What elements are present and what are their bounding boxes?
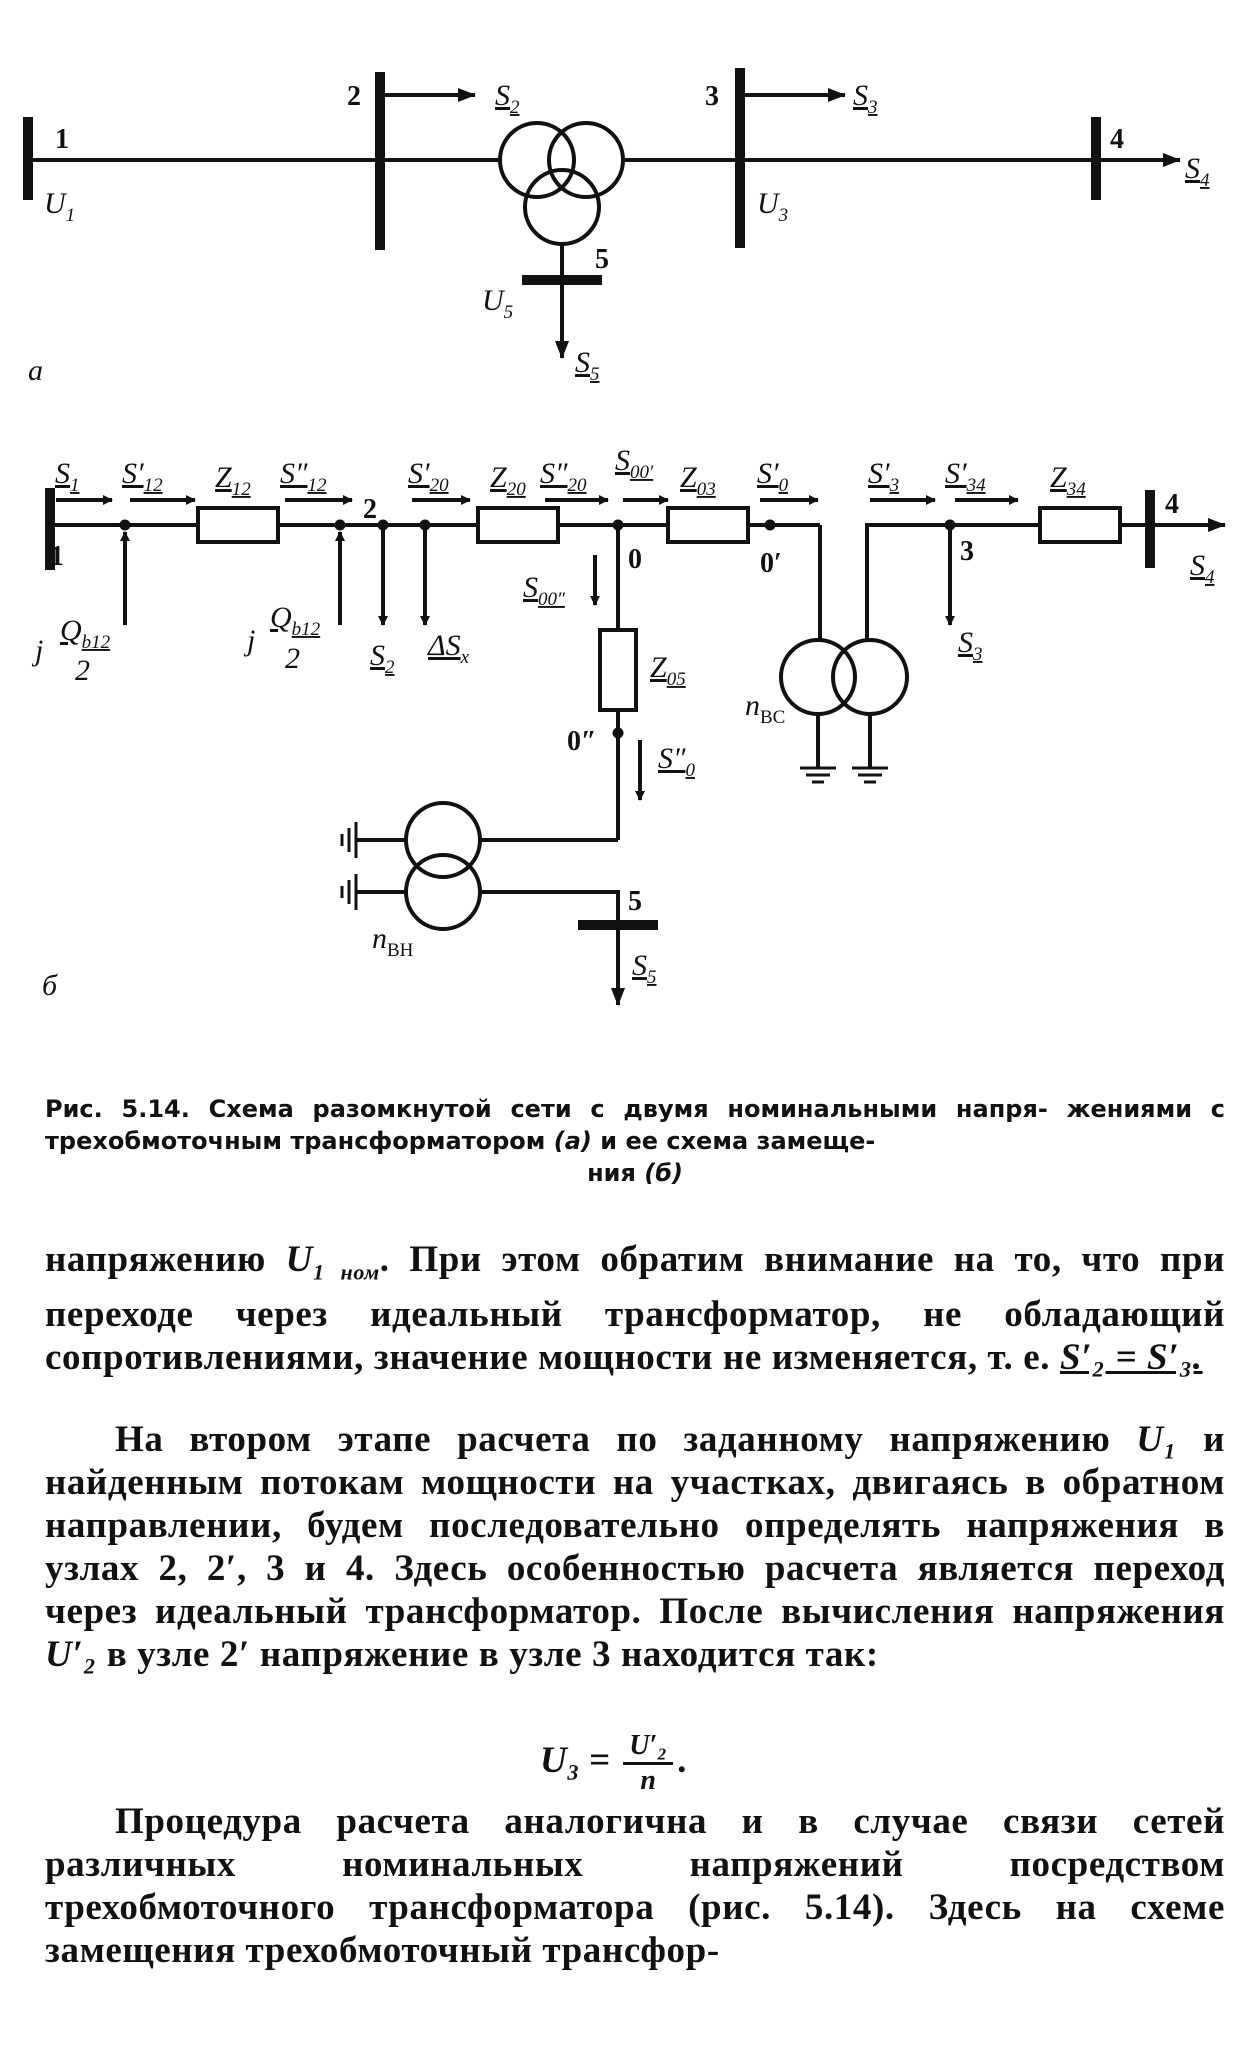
node-1-label-b: 1 <box>50 541 64 572</box>
formula-u3: U₃ = U′₂ n . <box>540 1730 686 1797</box>
impedance-z20 <box>476 506 560 544</box>
diagram-a-labels: 1 U1 2 S2 3 S3 U3 4 S4 5 U5 S5 а <box>28 79 1210 387</box>
node-2-label-b: 2 <box>363 494 377 525</box>
node-2-label: 2 <box>347 81 361 112</box>
circuit-diagrams: 1 U1 2 S2 3 S3 U3 4 S4 5 U5 S5 а <box>23 68 1226 1006</box>
ground-symbol-bh-2 <box>340 874 358 910</box>
formula-numerator: U′₂ <box>623 1730 674 1765</box>
symbol-u2prime: U′₂ <box>45 1634 97 1675</box>
formula-period: . <box>677 1739 687 1781</box>
ground-symbol-bc-2 <box>852 766 888 784</box>
transformer-winding-hv <box>498 121 576 199</box>
flow-s12prime: S′12 <box>122 457 163 496</box>
flow-s000dprime: S00″ <box>523 571 566 610</box>
diagram-b-labels: S1 S′12 S″12 S′20 S″20 S00′ S′0 S′3 S′34… <box>31 444 1215 1002</box>
impedance-z05 <box>598 628 638 712</box>
transformer-winding-mv <box>547 121 625 199</box>
caption-line-3a: ния <box>587 1159 636 1187</box>
formula-lhs: U₃ = <box>540 1739 610 1781</box>
caption-ref-b: (б) <box>644 1159 683 1187</box>
flow-s20dprime: S″20 <box>540 457 587 496</box>
flow-s34prime: S′34 <box>945 457 986 496</box>
caption-line-2c: и ее схема замеще- <box>600 1127 876 1155</box>
svg-text:j: j <box>31 634 43 667</box>
junction-node1 <box>119 519 131 531</box>
power-s3: S3 <box>853 79 878 118</box>
symbol-u1nom: U1 ном <box>285 1239 380 1285</box>
transformer-winding-lv <box>523 168 601 246</box>
panel-label-b: б <box>42 969 58 1002</box>
transformer-ratio-bc: nВС <box>745 689 785 728</box>
flow-s1: S1 <box>55 457 80 496</box>
flow-s5-b: S5 <box>632 949 657 988</box>
flow-s0prime: S′0 <box>757 457 789 496</box>
caption-line-1: Рис. 5.14. Схема разомкнутой сети с двум… <box>45 1095 1048 1123</box>
impedance-z20-label: Z20 <box>490 461 526 500</box>
node-3-label: 3 <box>705 81 719 112</box>
formula-denominator: n <box>640 1765 656 1796</box>
junction-shunt2 <box>334 519 346 531</box>
impedance-z03 <box>666 506 750 544</box>
symbol-u1: U₁ <box>1136 1419 1178 1460</box>
paragraph-1: напряжению U1 ном. При этом обратим вним… <box>45 1239 1225 1379</box>
node-3-label-b: 3 <box>960 536 974 567</box>
node-5-label: 5 <box>595 244 609 275</box>
svg-text:Qb12: Qb12 <box>60 614 111 653</box>
power-s5: S5 <box>575 346 600 385</box>
flow-s4-b: S4 <box>1190 549 1215 588</box>
flow-s3prime: S′3 <box>868 457 899 496</box>
voltage-u5: U5 <box>482 284 513 323</box>
flow-s2-b: S2 <box>370 639 395 678</box>
transformer-bc-winding-2 <box>831 638 909 716</box>
flow-s20prime: S′20 <box>408 457 449 496</box>
node-0prime-label: 0′ <box>760 548 782 579</box>
power-s4: S4 <box>1185 152 1210 191</box>
impedance-z12 <box>196 506 280 544</box>
diagram-a <box>23 68 1181 359</box>
impedance-z05-label: Z05 <box>650 651 686 690</box>
charging-label-2: j Qb12 2 <box>243 601 321 675</box>
voltage-u1: U1 <box>44 187 75 226</box>
impedance-z34-label: Z34 <box>1050 461 1086 500</box>
svg-text:2: 2 <box>285 642 300 675</box>
power-s2: S2 <box>495 79 520 118</box>
ground-symbol-bh-1 <box>340 822 358 858</box>
node-4-label: 4 <box>1110 124 1124 155</box>
paragraph-3: Процедура расчета аналогична и в случае … <box>45 1801 1225 1971</box>
transformer-bh-winding-2 <box>404 853 482 931</box>
impedance-z34 <box>1038 506 1122 544</box>
flow-s0dprime: S″0 <box>658 742 696 781</box>
wire-node3-feed <box>865 523 1040 640</box>
figure-caption: Рис. 5.14. Схема разомкнутой сети с двум… <box>45 1093 1225 1189</box>
flow-s000prime: S00′ <box>615 444 654 483</box>
wire-bh-to-bus5 <box>480 890 620 925</box>
node-4-label-b: 4 <box>1165 489 1179 520</box>
diagram-b <box>45 488 1226 1006</box>
panel-label-a: а <box>28 354 43 387</box>
junction-node0dprime <box>612 727 624 739</box>
flow-delta-sx: ΔSx <box>427 629 470 668</box>
flow-s3-b: S3 <box>958 626 983 665</box>
ground-symbol-bc-1 <box>800 766 836 784</box>
charging-label-1: j Qb12 2 <box>31 614 111 687</box>
svg-text:j: j <box>243 624 255 657</box>
node-1-label: 1 <box>55 124 69 155</box>
equation-s2-s3: S′₂ = S′₃. <box>1059 1337 1203 1379</box>
impedance-z12-label: Z12 <box>215 461 251 500</box>
svg-text:Qb12: Qb12 <box>270 601 321 640</box>
node-0-label: 0 <box>628 544 642 575</box>
impedance-z03-label: Z03 <box>680 461 716 500</box>
transformer-ratio-bh: nВН <box>372 922 414 961</box>
voltage-u3: U3 <box>757 187 788 226</box>
flow-s12dprime: S″12 <box>280 457 327 496</box>
junction-node0prime <box>764 519 776 531</box>
caption-line-2a: жениями с трехобмоточным трансформатором <box>45 1095 1225 1155</box>
svg-text:2: 2 <box>75 654 90 687</box>
caption-ref-a: (а) <box>553 1127 592 1155</box>
node-5-label-b: 5 <box>628 886 642 917</box>
node-0dprime-label: 0″ <box>567 726 596 757</box>
paragraph-2: На втором этапе расчета по заданному нап… <box>45 1419 1225 1675</box>
